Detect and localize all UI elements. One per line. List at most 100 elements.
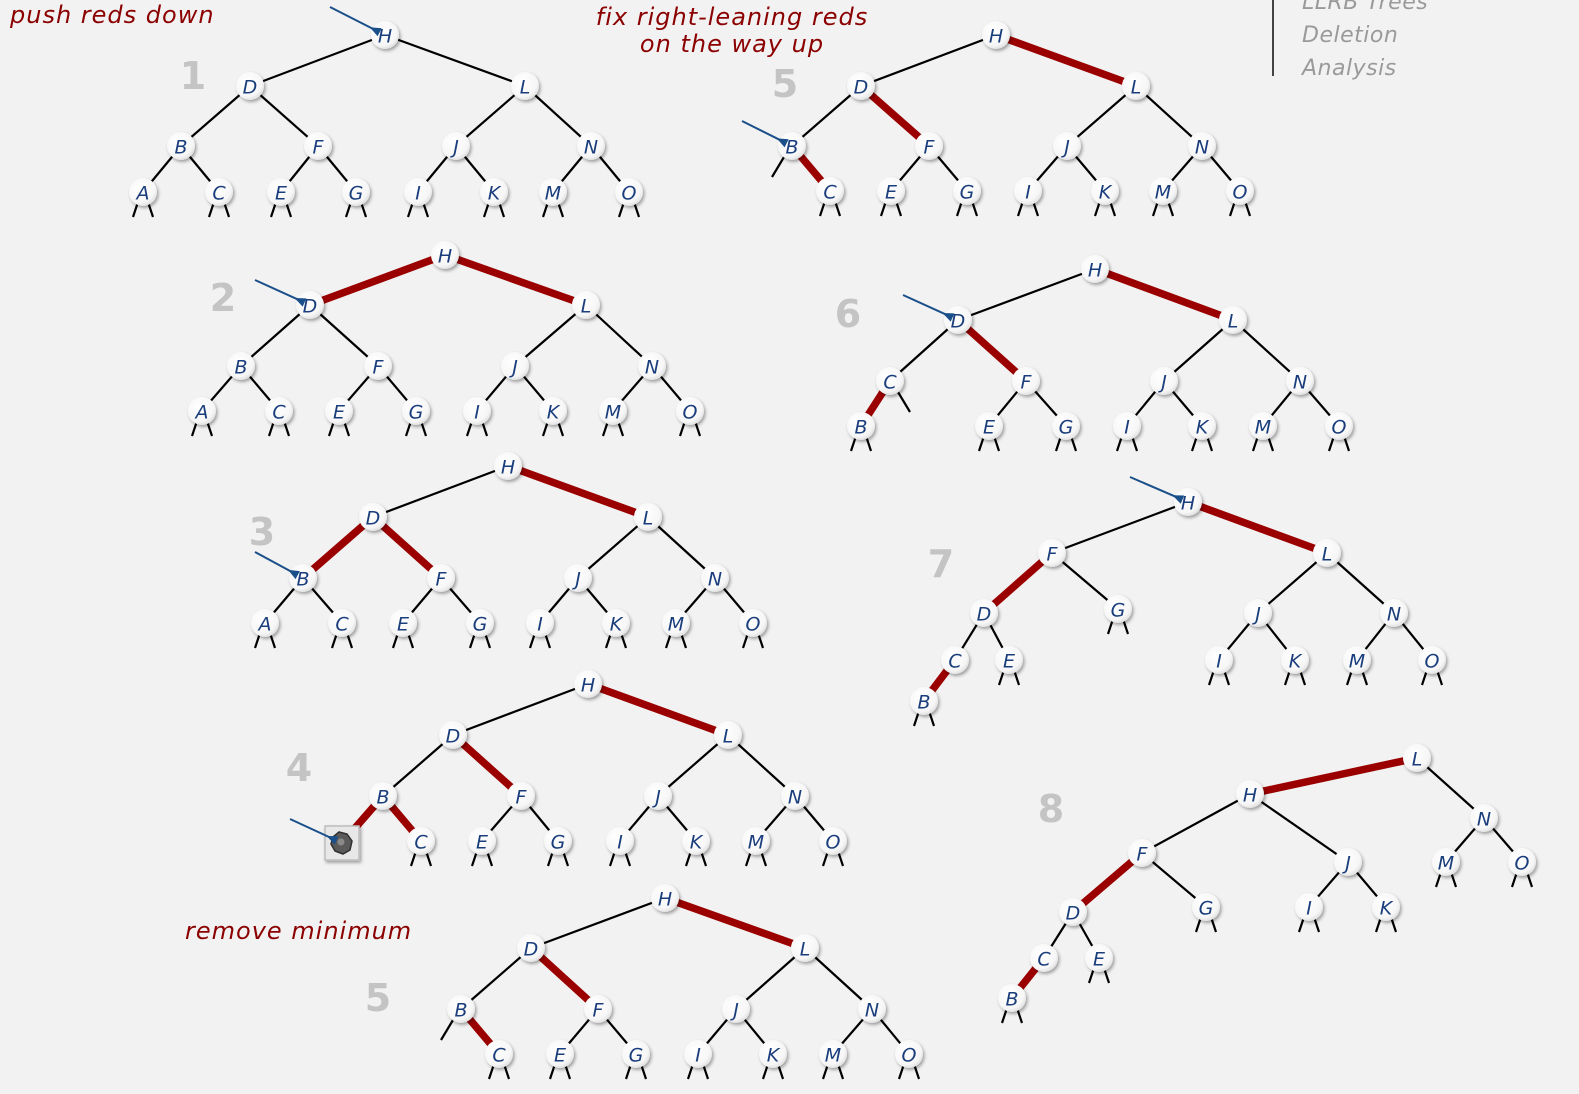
tree-node-C: C	[328, 609, 356, 637]
tree-node-D: D	[439, 721, 467, 749]
node-label: C	[883, 372, 897, 394]
node-circle	[722, 995, 750, 1023]
nav-item-analysis[interactable]: Analysis	[1302, 56, 1397, 81]
node-label: M	[1438, 853, 1454, 875]
tree-node-D: D	[944, 306, 972, 334]
node-label: K	[610, 614, 624, 636]
node-label: G	[960, 182, 975, 204]
tree-node-D: D	[517, 934, 545, 962]
black-link-L-J	[513, 303, 588, 368]
node-label: C	[1037, 949, 1051, 971]
tree-node-J: J	[564, 564, 592, 592]
tree-node-G: G	[544, 827, 572, 855]
tree-node-C: C	[941, 646, 969, 674]
node-circle	[1128, 839, 1156, 867]
tree-node-B: B	[447, 995, 475, 1023]
node-label: D	[446, 726, 461, 748]
node-label: K	[767, 1045, 781, 1067]
node-circle	[1418, 646, 1446, 674]
node-label: D	[854, 77, 869, 99]
tree-node-A: A	[188, 397, 216, 425]
node-label: J	[508, 357, 518, 379]
node-circle	[1188, 412, 1216, 440]
tree-node-L: L	[511, 72, 539, 100]
node-label: N	[584, 137, 598, 159]
node-circle	[1403, 744, 1431, 772]
tree-node-I: I	[1295, 893, 1323, 921]
node-label: N	[1477, 809, 1491, 831]
tree-node-E: E	[325, 397, 353, 425]
node-label: H	[438, 246, 452, 268]
black-link-D-B	[239, 303, 312, 368]
node-circle	[1059, 898, 1087, 926]
node-circle	[546, 1040, 574, 1068]
node-label: D	[243, 77, 258, 99]
tree-node-I: I	[526, 609, 554, 637]
node-label: E	[275, 183, 287, 205]
node-circle	[1205, 646, 1233, 674]
red-link-H-L	[661, 894, 809, 952]
node-label: F	[516, 787, 528, 809]
node-label: O	[746, 614, 761, 636]
tree-node-O: O	[1508, 848, 1536, 876]
tree-node-F: F	[1012, 367, 1040, 395]
node-circle	[634, 503, 662, 531]
node-circle	[816, 177, 844, 205]
node-label: J	[1251, 604, 1261, 626]
node-label: J	[729, 1000, 739, 1022]
tree-node-K: K	[1091, 177, 1119, 205]
nav-item-deletion[interactable]: Deletion	[1302, 23, 1399, 48]
node-circle	[1334, 848, 1362, 876]
black-link-L-J	[454, 84, 527, 148]
node-label: C	[414, 832, 428, 854]
node-circle	[1249, 412, 1277, 440]
step-label-2: 2	[209, 276, 237, 320]
node-circle	[359, 503, 387, 531]
tree-node-E: E	[877, 177, 905, 205]
node-circle	[564, 564, 592, 592]
tree-node-B: B	[227, 352, 255, 380]
tree-node-G: G	[1192, 893, 1220, 921]
tree-node-N: N	[781, 782, 809, 810]
node-circle	[468, 827, 496, 855]
tree-node-A: A	[251, 609, 279, 637]
tree-node-B: B	[998, 984, 1026, 1012]
node-circle	[1244, 599, 1272, 627]
red-link-D-B	[299, 513, 377, 582]
nav-item-llrb-trees[interactable]: LLRB Trees	[1302, 0, 1429, 15]
tree-node-D: D	[970, 599, 998, 627]
node-circle	[267, 178, 295, 206]
node-circle	[511, 72, 539, 100]
tree-node-N: N	[858, 995, 886, 1023]
node-label: L	[581, 296, 592, 318]
node-circle	[342, 178, 370, 206]
node-label: H	[658, 889, 672, 911]
node-circle	[227, 352, 255, 380]
null-link-C-right	[897, 391, 911, 413]
tree-node-O: O	[1325, 412, 1353, 440]
tree-node-G: G	[953, 177, 981, 205]
node-circle	[296, 291, 324, 319]
node-circle	[442, 132, 470, 160]
tree-node-F: F	[304, 132, 332, 160]
tree-node-J: J	[1150, 367, 1178, 395]
black-link-L-N	[1415, 756, 1486, 820]
node-label: L	[1322, 544, 1333, 566]
node-label: D	[1066, 903, 1081, 925]
step-label-5-top: 5	[771, 62, 799, 106]
node-label: O	[1332, 417, 1347, 439]
node-label: B	[917, 692, 930, 714]
pointer-arrow-icon	[1129, 476, 1185, 504]
node-label: B	[376, 787, 389, 809]
node-label: J	[651, 787, 661, 809]
red-link-D-F	[369, 513, 445, 582]
node-circle	[858, 995, 886, 1023]
tree-node-M: M	[1343, 646, 1371, 674]
tree-node-E: E	[995, 646, 1023, 674]
caption-fix-line-1: fix right-leaning reds	[595, 3, 869, 31]
node-circle	[941, 646, 969, 674]
node-label: F	[924, 137, 936, 159]
node-circle	[1085, 944, 1113, 972]
node-circle	[953, 177, 981, 205]
tree-node-L: L	[572, 291, 600, 319]
